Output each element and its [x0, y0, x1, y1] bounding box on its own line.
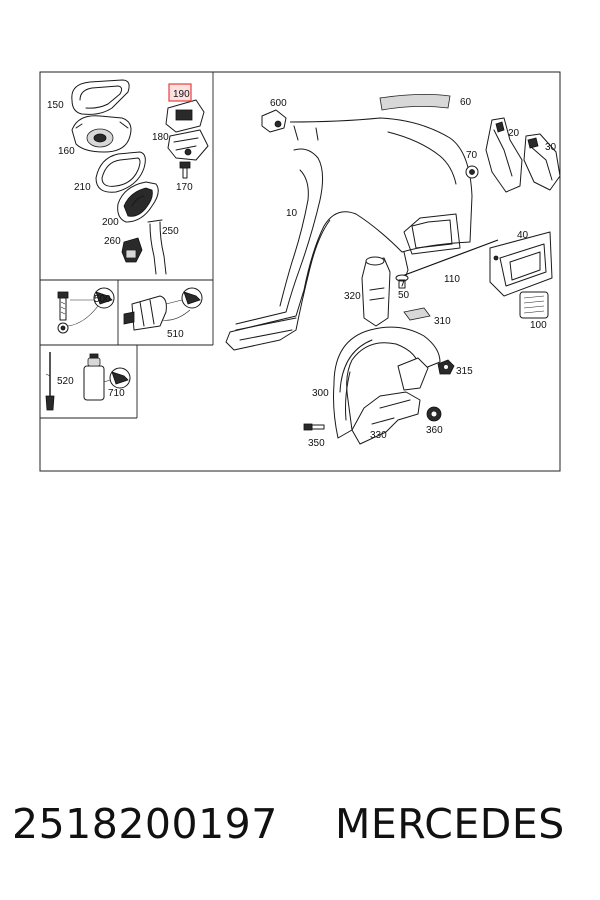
parts-diagram: 150 190 160 180 170 210 200 260 250 600 … — [39, 71, 561, 472]
highlight-box-190 — [168, 83, 192, 102]
callout-350: 350 — [308, 438, 325, 449]
callout-180: 180 — [152, 132, 169, 143]
callout-210: 210 — [74, 182, 91, 193]
part-number: 2518200197 — [12, 800, 278, 848]
screw-350 — [303, 423, 325, 431]
callout-20: 20 — [508, 128, 520, 139]
wheelhouse-liner-300 — [333, 326, 441, 445]
callout-60: 60 — [460, 97, 472, 108]
callout-360: 360 — [426, 425, 443, 436]
nut-360 — [426, 406, 442, 422]
callout-330: 330 — [370, 430, 387, 441]
filler-housing-160 — [71, 115, 132, 153]
bolt-500 — [57, 287, 115, 334]
filler-neck-200 — [117, 181, 159, 223]
callout-510: 510 — [167, 329, 184, 340]
nut-315 — [437, 359, 455, 375]
bracket-600 — [261, 109, 287, 133]
callout-110: 110 — [444, 274, 460, 285]
gasket-210 — [95, 151, 146, 193]
callout-160: 160 — [58, 146, 75, 157]
quarter-panel-10 — [225, 117, 473, 351]
rod-110 — [401, 239, 499, 277]
callout-500: 500 — [94, 294, 111, 305]
callout-320: 320 — [344, 291, 361, 302]
brand-name: MERCEDES — [335, 800, 565, 848]
callout-50: 50 — [398, 290, 410, 301]
neck-shield-320 — [361, 256, 391, 327]
diagram-frame — [39, 71, 561, 472]
fuel-door-150 — [71, 79, 130, 115]
tail-panel-40 — [489, 231, 553, 297]
callout-710: 710 — [108, 388, 125, 399]
callout-150: 150 — [47, 100, 64, 111]
callout-100: 100 — [530, 320, 547, 331]
sealant-510 — [123, 287, 203, 331]
callout-70: 70 — [466, 150, 478, 161]
clip-50 — [395, 274, 409, 289]
grommet-70 — [465, 165, 479, 179]
callout-170: 170 — [176, 182, 193, 193]
callout-250: 250 — [162, 226, 179, 237]
callout-200: 200 — [102, 217, 119, 228]
callout-300: 300 — [312, 388, 329, 399]
callout-520: 520 — [57, 376, 74, 387]
screw-170 — [179, 161, 191, 179]
caption: 2518200197 MERCEDES — [0, 800, 600, 870]
spray-can-710 — [83, 353, 131, 401]
actuator-180-190 — [165, 99, 209, 161]
callout-30: 30 — [545, 142, 557, 153]
clip-260 — [121, 237, 143, 263]
trim-strip-60 — [379, 94, 451, 111]
vent-grille-100 — [519, 291, 549, 319]
rivet-520 — [45, 352, 55, 411]
callout-10: 10 — [286, 208, 298, 219]
callout-40: 40 — [517, 230, 529, 241]
callout-310: 310 — [434, 316, 451, 327]
callout-260: 260 — [104, 236, 121, 247]
callout-190: 190 — [173, 89, 190, 100]
callout-600: 600 — [270, 98, 287, 109]
pad-310 — [403, 307, 431, 321]
reinforcement-20-30 — [485, 117, 561, 193]
callout-315: 315 — [456, 366, 473, 377]
drain-hose-250 — [149, 221, 167, 275]
